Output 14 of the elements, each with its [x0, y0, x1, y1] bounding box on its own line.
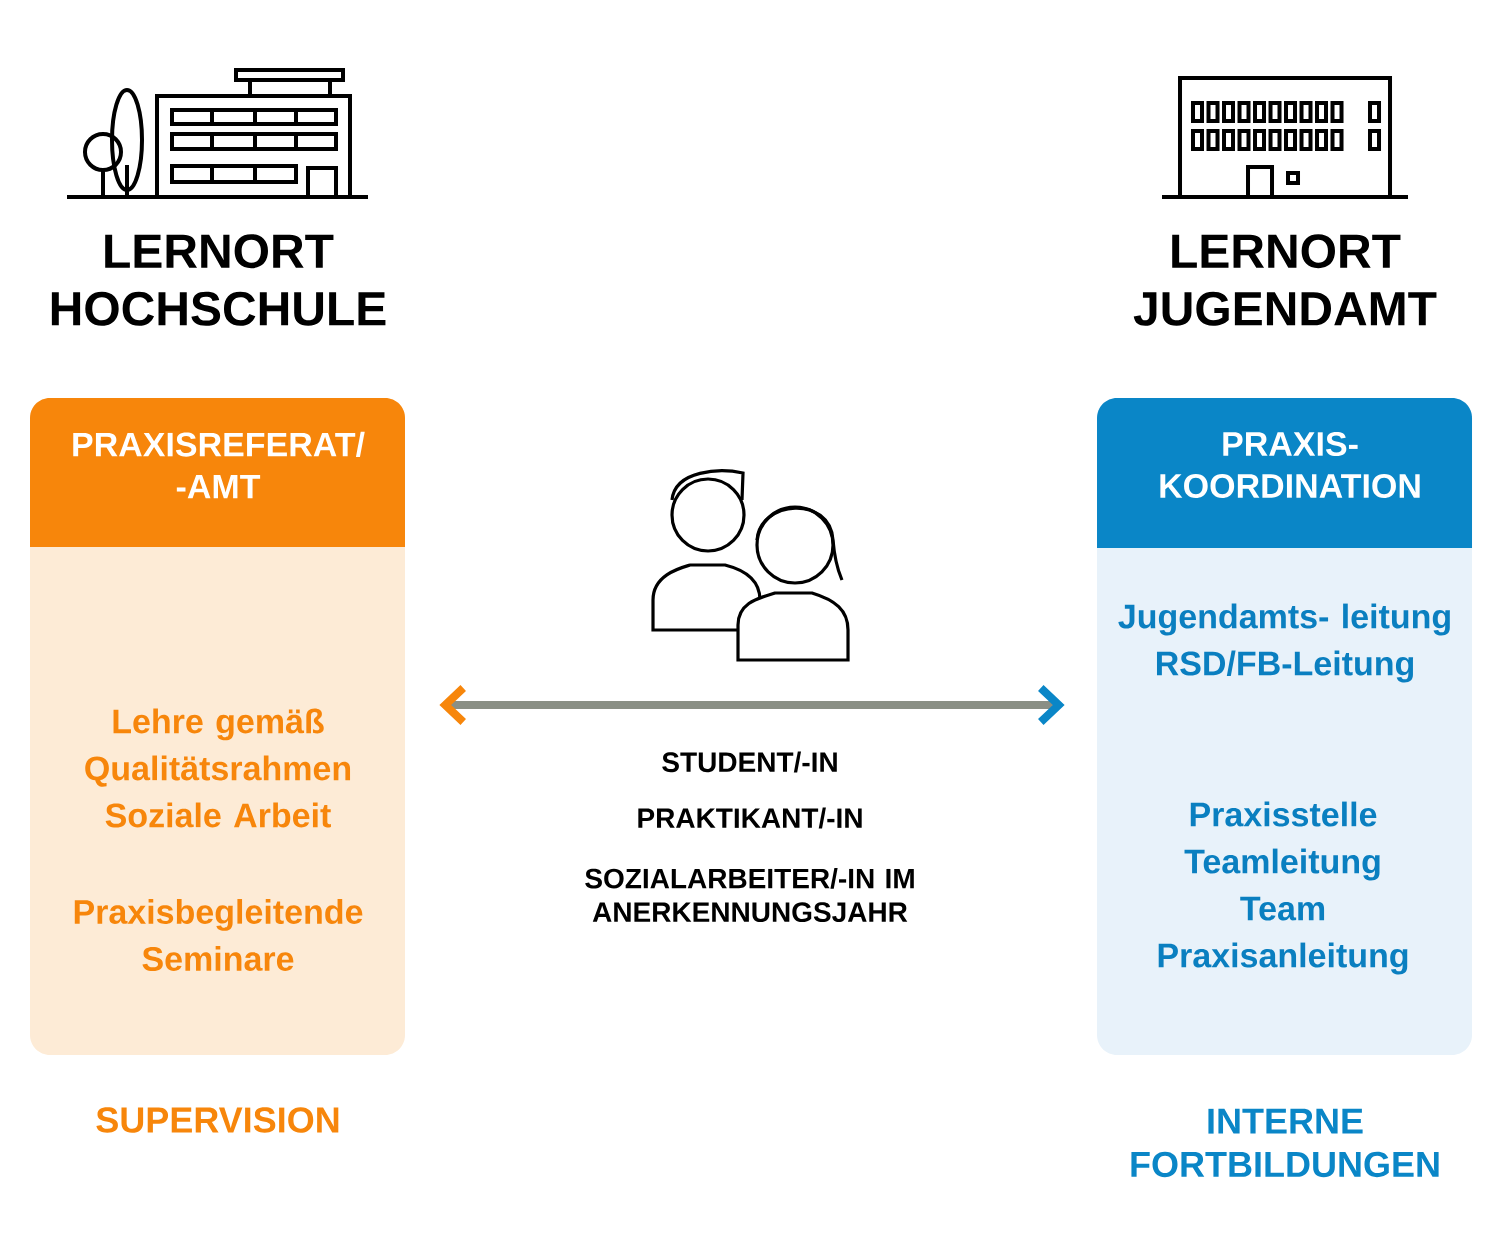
- label-text: PRAKTIKANT/-IN: [638, 807, 862, 829]
- label-text: LERNORT JUGENDAMT: [1133, 234, 1437, 326]
- label-text: LERNORT HOCHSCHULE: [51, 234, 386, 326]
- card-text: Praxisstelle Teamleitung Team Praxisanleitung: [1158, 801, 1408, 975]
- card-header: PRAXIS- KOORDINATION: [1097, 398, 1472, 548]
- card-text: Praxisbegleitende Seminare: [74, 899, 363, 971]
- label-text: INTERNE FORTBILDUNGEN: [1131, 1108, 1439, 1178]
- card-text: Jugendamts- leitung RSD/FB-Leitung: [1118, 603, 1450, 683]
- label-text: SOZIALARBEITER/-IN IM ANERKENNUNGSJAHR: [585, 867, 914, 923]
- card-text: Lehre gemäß Qualitätsrahmen Soziale Arbeit: [85, 708, 351, 828]
- double-arrow: [439, 685, 1065, 725]
- card-header: PRAXISREFERAT/ -AMT: [30, 398, 405, 547]
- label-text: SUPERVISION: [96, 1107, 339, 1133]
- label-text: STUDENT/-IN: [662, 751, 837, 773]
